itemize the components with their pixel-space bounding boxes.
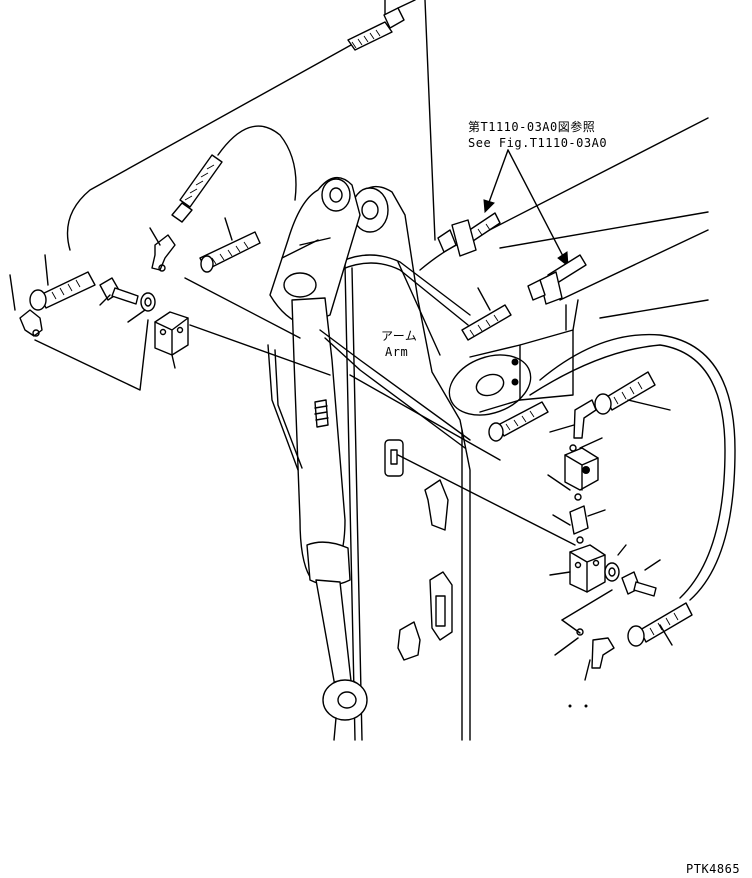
reference-note-english: See Fig.T1110-03A0 [468, 136, 608, 150]
arm-cylinder [269, 177, 368, 741]
arm-label-english: Arm [385, 345, 409, 359]
drawing-code: PTK4865 [686, 862, 741, 876]
left-fitting-group [9, 0, 416, 391]
reference-note-japanese: 第T1110-03A0図参照 [468, 120, 596, 134]
arm-body [339, 117, 709, 741]
hydraulic-lines [66, 0, 736, 601]
arm-label-japanese: アーム [381, 329, 418, 343]
right-fitting-group [437, 212, 693, 708]
